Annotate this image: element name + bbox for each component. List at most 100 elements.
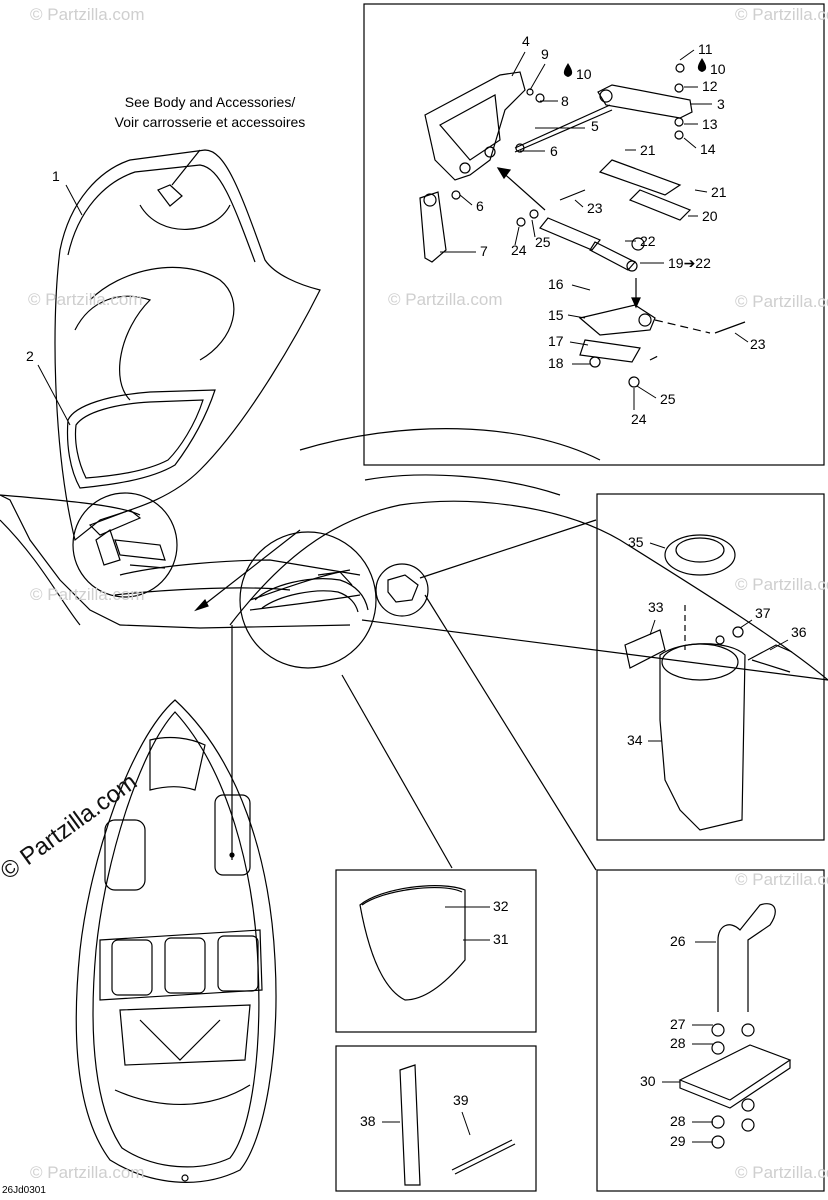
callout-c7: 7 [480, 243, 488, 259]
callout-c18: 18 [548, 355, 564, 371]
callout-c8: 8 [561, 93, 569, 109]
callout-c38: 38 [360, 1113, 376, 1129]
callout-c25a: 25 [535, 234, 551, 250]
bin-detail [254, 571, 369, 613]
reference-note-line2: Voir carrosserie et accessoires [114, 114, 306, 130]
hull-outline-upper [0, 428, 828, 681]
leader-c36 [769, 639, 789, 651]
leader-c9 [529, 63, 546, 91]
watermark-9: © Partzilla.com [30, 5, 145, 24]
watermark-1: © Partzilla.com [28, 290, 143, 309]
callout-c13: 13 [702, 116, 718, 132]
leader-c2 [37, 364, 71, 426]
zoom-circle-latch [72, 492, 178, 598]
callout-c12: 12 [702, 78, 718, 94]
zoom-circle-anchor [375, 563, 429, 617]
callout-c31: 31 [493, 931, 509, 947]
callout-c26: 26 [670, 933, 686, 949]
callout-c11: 11 [698, 41, 713, 57]
callout-c24b: 24 [631, 411, 647, 427]
leader-c23a [574, 199, 584, 208]
leader-c21b [694, 189, 708, 193]
leader-c25b [636, 385, 657, 399]
link-7 [419, 191, 447, 263]
callout-c5: 5 [591, 118, 599, 134]
glove-box-31 [359, 885, 466, 1001]
callout-c28a: 28 [670, 1035, 686, 1051]
watermark-5: © Partzilla.com [735, 575, 828, 594]
leader-lines [194, 167, 828, 871]
lid-35 [664, 534, 736, 576]
callout-c4: 4 [522, 33, 530, 49]
watermark-4: © Partzilla.com [30, 585, 145, 604]
leader-c17 [569, 341, 589, 346]
reference-note-line1: See Body and Accessories/ [124, 94, 296, 110]
callout-c10b: 10 [710, 61, 726, 77]
callout-c35: 35 [628, 534, 644, 550]
gas-spring-20 [598, 159, 692, 221]
callout-c14: 14 [700, 141, 716, 157]
leader-c25a [531, 219, 536, 238]
rivet-36 [751, 659, 791, 673]
watermark-8: © Partzilla.com [735, 1163, 828, 1182]
block-30 [678, 1044, 792, 1101]
callout-c6b: 6 [476, 198, 484, 214]
leader-c37 [739, 619, 753, 629]
watermark-6: © Partzilla.com [735, 870, 828, 889]
latch-detail [88, 509, 166, 569]
hood-cover [54, 149, 321, 542]
callout-c21a: 21 [640, 142, 656, 158]
leader-c39 [461, 1111, 471, 1136]
callout-c17: 17 [548, 333, 564, 349]
detail-box-seat-latch [363, 3, 825, 466]
seat-pad [66, 389, 216, 489]
leader-c16 [571, 284, 591, 291]
u-bolt-26 [717, 903, 776, 1012]
callout-c27: 27 [670, 1016, 686, 1032]
callout-c30: 30 [640, 1073, 656, 1089]
leader-c33 [649, 619, 656, 636]
leader-c35 [649, 542, 666, 549]
plate-33 [624, 629, 666, 669]
watermark-7: © Partzilla.com [30, 1163, 145, 1182]
callout-c21b: 21 [711, 184, 727, 200]
leader-c4 [511, 51, 526, 77]
callout-c16: 16 [548, 276, 564, 292]
hinge-bracket-4 [424, 71, 526, 181]
callout-c10a: 10 [576, 66, 592, 82]
callout-c39: 39 [453, 1092, 469, 1108]
reference-note: See Body and Accessories/ Voir carrosser… [60, 92, 360, 132]
callout-c19: 19➔22 [668, 255, 711, 271]
callout-c22: 22 [640, 233, 656, 249]
detail-box-storage-bin [596, 493, 825, 841]
callout-c36: 36 [791, 624, 807, 640]
callout-c24a: 24 [511, 242, 527, 258]
callout-c29: 29 [670, 1133, 686, 1149]
rod-39 [451, 1139, 513, 1171]
leader-c11 [679, 49, 695, 61]
oil-drop-icon [697, 58, 707, 72]
anchor-bracket-detail [387, 574, 419, 603]
callout-c2: 2 [26, 348, 34, 364]
pin-23b [714, 321, 746, 334]
callout-c9: 9 [541, 46, 549, 62]
callout-c15: 15 [548, 307, 564, 323]
gas-spring-22 [539, 217, 638, 272]
craft-top-view [75, 699, 277, 1183]
callout-c23b: 23 [750, 336, 766, 352]
callout-c33: 33 [648, 599, 664, 615]
leader-c24a [514, 226, 520, 246]
callout-leaders [37, 49, 789, 1143]
trim-32 [361, 887, 463, 906]
leader-c1 [65, 184, 83, 216]
callout-c20: 20 [702, 208, 718, 224]
callout-c25b: 25 [660, 391, 676, 407]
rod-5 [514, 104, 611, 149]
watermark-2: © Partzilla.com [388, 290, 503, 309]
pin-23 [559, 189, 586, 201]
detail-box-tool [335, 1045, 537, 1192]
callout-c28b: 28 [670, 1113, 686, 1129]
leader-c6b [459, 194, 473, 206]
tool-38 [399, 1064, 421, 1186]
